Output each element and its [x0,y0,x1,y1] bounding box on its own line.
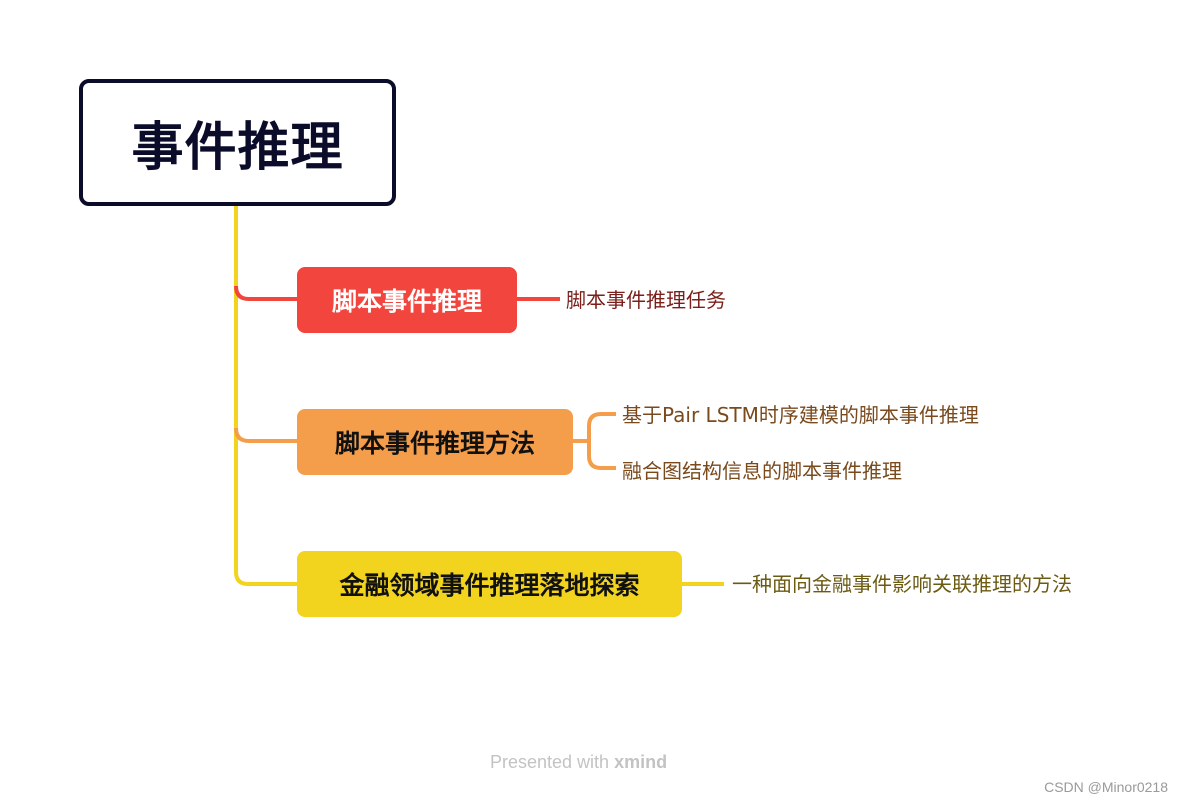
branch-topic-2[interactable]: 脚本事件推理方法 [297,409,573,475]
subtopic-2-2[interactable]: 融合图结构信息的脚本事件推理 [622,459,902,483]
branch-topic-1-label: 脚本事件推理 [331,287,482,316]
leaf-2-1-connector [587,412,616,441]
leaf-2-2-connector [587,441,616,470]
branch-topic-2-label: 脚本事件推理方法 [334,429,535,458]
branch-topic-1[interactable]: 脚本事件推理 [297,267,517,333]
subtopic-3-1[interactable]: 一种面向金融事件影响关联推理的方法 [732,572,1072,596]
presented-with-footer: Presented with xmind [490,752,667,773]
subtopic-2-1[interactable]: 基于Pair LSTM时序建模的脚本事件推理 [622,403,979,427]
branch-topic-3[interactable]: 金融领域事件推理落地探索 [297,551,682,617]
root-topic-label: 事件推理 [131,118,344,178]
root-topic[interactable]: 事件推理 [79,79,396,206]
csdn-watermark: CSDN @Minor0218 [1044,779,1168,795]
branch-2-connector [234,427,297,443]
footer-presented-text: Presented with [490,752,610,772]
trunk-line [234,206,297,586]
branch-1-connector [234,285,297,301]
xmind-logo: xmind [614,752,668,772]
subtopic-1-1[interactable]: 脚本事件推理任务 [566,288,726,312]
branch-topic-3-label: 金融领域事件推理落地探索 [339,571,640,600]
